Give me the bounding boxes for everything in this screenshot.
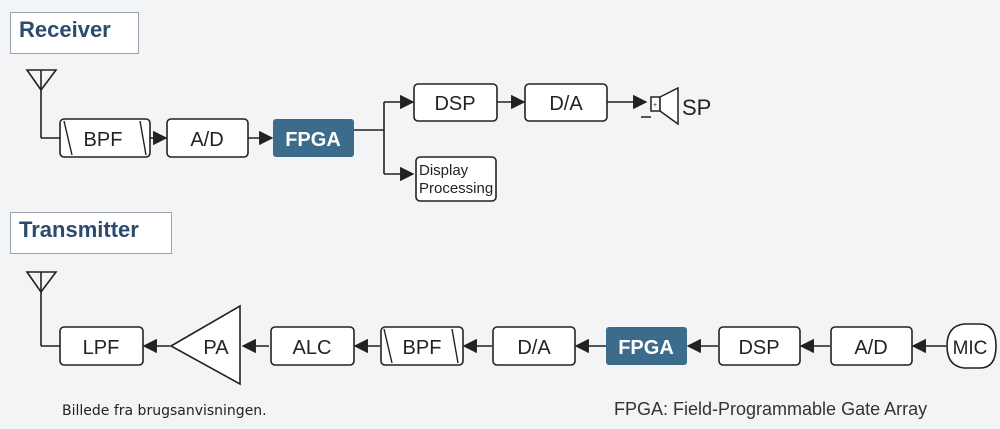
transmitter-dsp-block: DSP [718,326,801,366]
transmitter-pa-block: PA [169,304,241,386]
speaker-label: SP [682,95,711,120]
microphone-label: MIC [953,338,988,359]
receiver-fpga-block: FPGA [273,119,354,157]
receiver-dsp-label: DSP [434,93,475,115]
transmitter-bpf-block: BPF [380,326,464,366]
transmitter-title: Transmitter [10,212,172,254]
display-processing-block: Display Processing [415,156,497,202]
transmitter-antenna-icon [25,271,60,347]
speaker-icon: + [641,86,679,126]
receiver-ad-label: A/D [190,129,223,151]
receiver-title: Receiver [10,12,139,54]
transmitter-bpf-label: BPF [403,337,442,359]
transmitter-fpga-block: FPGA [606,327,687,365]
receiver-dsp-block: DSP [413,83,498,122]
transmitter-alc-block: ALC [270,326,355,366]
receiver-ad-block: A/D [166,118,249,158]
transmitter-dsp-label: DSP [738,337,779,359]
transmitter-chain [25,271,946,354]
transmitter-da-label: D/A [517,337,551,359]
receiver-chain [25,69,648,182]
receiver-antenna-icon [25,69,60,139]
transmitter-pa-label: PA [203,337,229,359]
transmitter-lpf-block: LPF [59,326,144,366]
fpga-legend: FPGA: Field-Programmable Gate Array [614,399,928,419]
image-credit: Billede fra brugsanvisningen. [62,403,267,419]
transmitter-da-block: D/A [492,326,576,366]
transmitter-lpf-label: LPF [83,337,120,359]
receiver-da-label: D/A [549,93,583,115]
transmitter-ad-label: A/D [854,337,887,359]
display-processing-line1: Display [419,162,469,179]
transmitter-alc-label: ALC [293,337,332,359]
transmitter-fpga-label: FPGA [618,337,674,359]
receiver-da-block: D/A [524,83,608,122]
receiver-bpf-label: BPF [84,129,123,151]
svg-text:+: + [653,102,657,109]
receiver-bpf-block: BPF [59,118,151,158]
transmitter-ad-block: A/D [830,326,913,366]
microphone-icon: MIC [946,323,997,369]
receiver-fpga-label: FPGA [285,129,341,151]
display-processing-line2: Processing [419,180,493,197]
